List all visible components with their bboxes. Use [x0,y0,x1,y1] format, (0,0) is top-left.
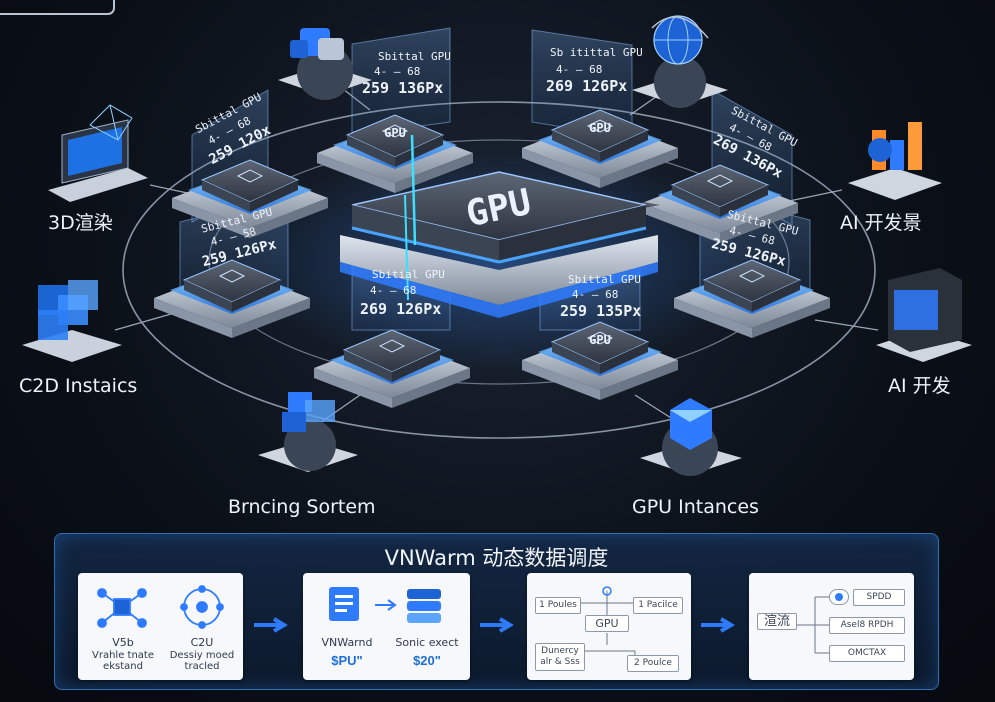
card2-b-label: Sonic exect [395,636,459,649]
card4-row1: SPDD [853,589,905,606]
card1-a-sub2: ekstand [103,661,143,672]
laptop-device [48,104,148,202]
card2-b-price: $20" [413,653,441,668]
satellite-chip [642,164,798,243]
label-ai-scene: AI 开发景 [840,212,922,234]
panel-title: VNWarm 动态数据调度 [384,546,609,570]
center-gpu-chip: GPU [338,134,660,318]
card-topology: V5b Vrahle tnate ekstand C2U Dessiy moed… [78,573,243,680]
label-c2d-instances: C2D Instaics [19,375,137,397]
card3-box3-line1: Dunercy [541,646,579,656]
card3-box3-line2: alr & Sss [540,657,580,667]
corner-tag [0,0,115,15]
ai-chart-device [848,122,942,200]
satellite-chip: GPU [522,321,678,400]
spec-top-right-l1: Sb itittal GPU [550,46,643,59]
card3-gpu-box: GPU [585,615,629,632]
satellite-chip [674,259,830,338]
satellite-chip [172,159,328,238]
card2-a-label: VNWarnd [321,636,373,649]
card4-left: 渲流 [757,613,797,630]
card4-toggle-icon [829,589,849,605]
cloud-device [278,28,372,100]
flow-arrow-1 [254,617,288,633]
spec-right-low-l3: 259 135Px [560,302,641,320]
satellite-chip [314,329,470,408]
label-billing-system: Brncing Sortem [228,496,376,518]
card1-b-title: C2U [190,636,214,649]
outer-ring [122,101,876,439]
label-ai-dev: AI 开发 [888,375,951,397]
card4-row3: OMCTAX [829,645,905,662]
routing-lines [576,586,636,655]
flow-arrow-2 [480,617,514,633]
spec-center-low-l1: Sbitial GPU [372,268,445,281]
satellite-chip [154,259,310,338]
card1-a-title: V5b [112,636,134,649]
card2-a-price: $PU" [331,653,363,668]
flow-arrow-3 [701,617,735,633]
spec-top-right-l2: 4- — 68 [556,63,602,76]
globe-device [632,15,728,108]
card-output: 渲流 SPDD Asel8 RPDH OMCTAX [749,573,914,680]
spec-center-low-l2: 4- — 68 [370,284,416,297]
spec-top-left-l2: 4- — 68 [374,65,420,78]
spec-center-low-l3: 269 126Px [360,300,441,318]
satellite-chip: GPU [522,109,678,188]
satellite-chip-label: GPU [589,121,611,135]
server-device [876,268,972,362]
satellite-chip-label: GPU [589,333,611,347]
card3-box2: 1 Pacilce [633,597,683,614]
card3-box1: 1 Poules [535,597,581,614]
satellite-chip-label: GPU [384,126,406,140]
spec-right-low-l1: Sbittal GPU [568,273,641,286]
spec-right-low-l2: 4- — 68 [572,288,618,301]
instances-device [640,398,742,476]
spec-top-left-l1: Sbittal GPU [378,50,451,63]
billing-device [258,392,358,472]
blocks-device [22,280,122,362]
card1-b-sub2: tracled [184,661,220,672]
card1-a-sub1: Vrahle tnate [92,650,154,661]
spec-top-left-l3: 259 136Px [362,79,443,97]
card3-box4: 2 Poulce [627,655,679,672]
satellite-chip: GPU [317,114,473,193]
topology-icons [97,585,224,629]
dynamic-scheduling-panel: VNWarm 动态数据调度 V5b Vrahle tnate ekstand C… [54,533,939,690]
card4-row2: Asel8 RPDH [829,617,905,634]
card1-b-sub1: Dessiy moed [169,650,235,661]
card-pricing: VNWarnd $PU" Sonic exect $20" [303,573,470,680]
label-3d-render: 3D渲染 [48,212,113,234]
label-gpu-instances: GPU Intances [632,496,759,518]
output-lines [797,596,829,654]
spec-top-right-l3: 269 126Px [546,77,627,95]
pricing-icons [329,587,441,623]
